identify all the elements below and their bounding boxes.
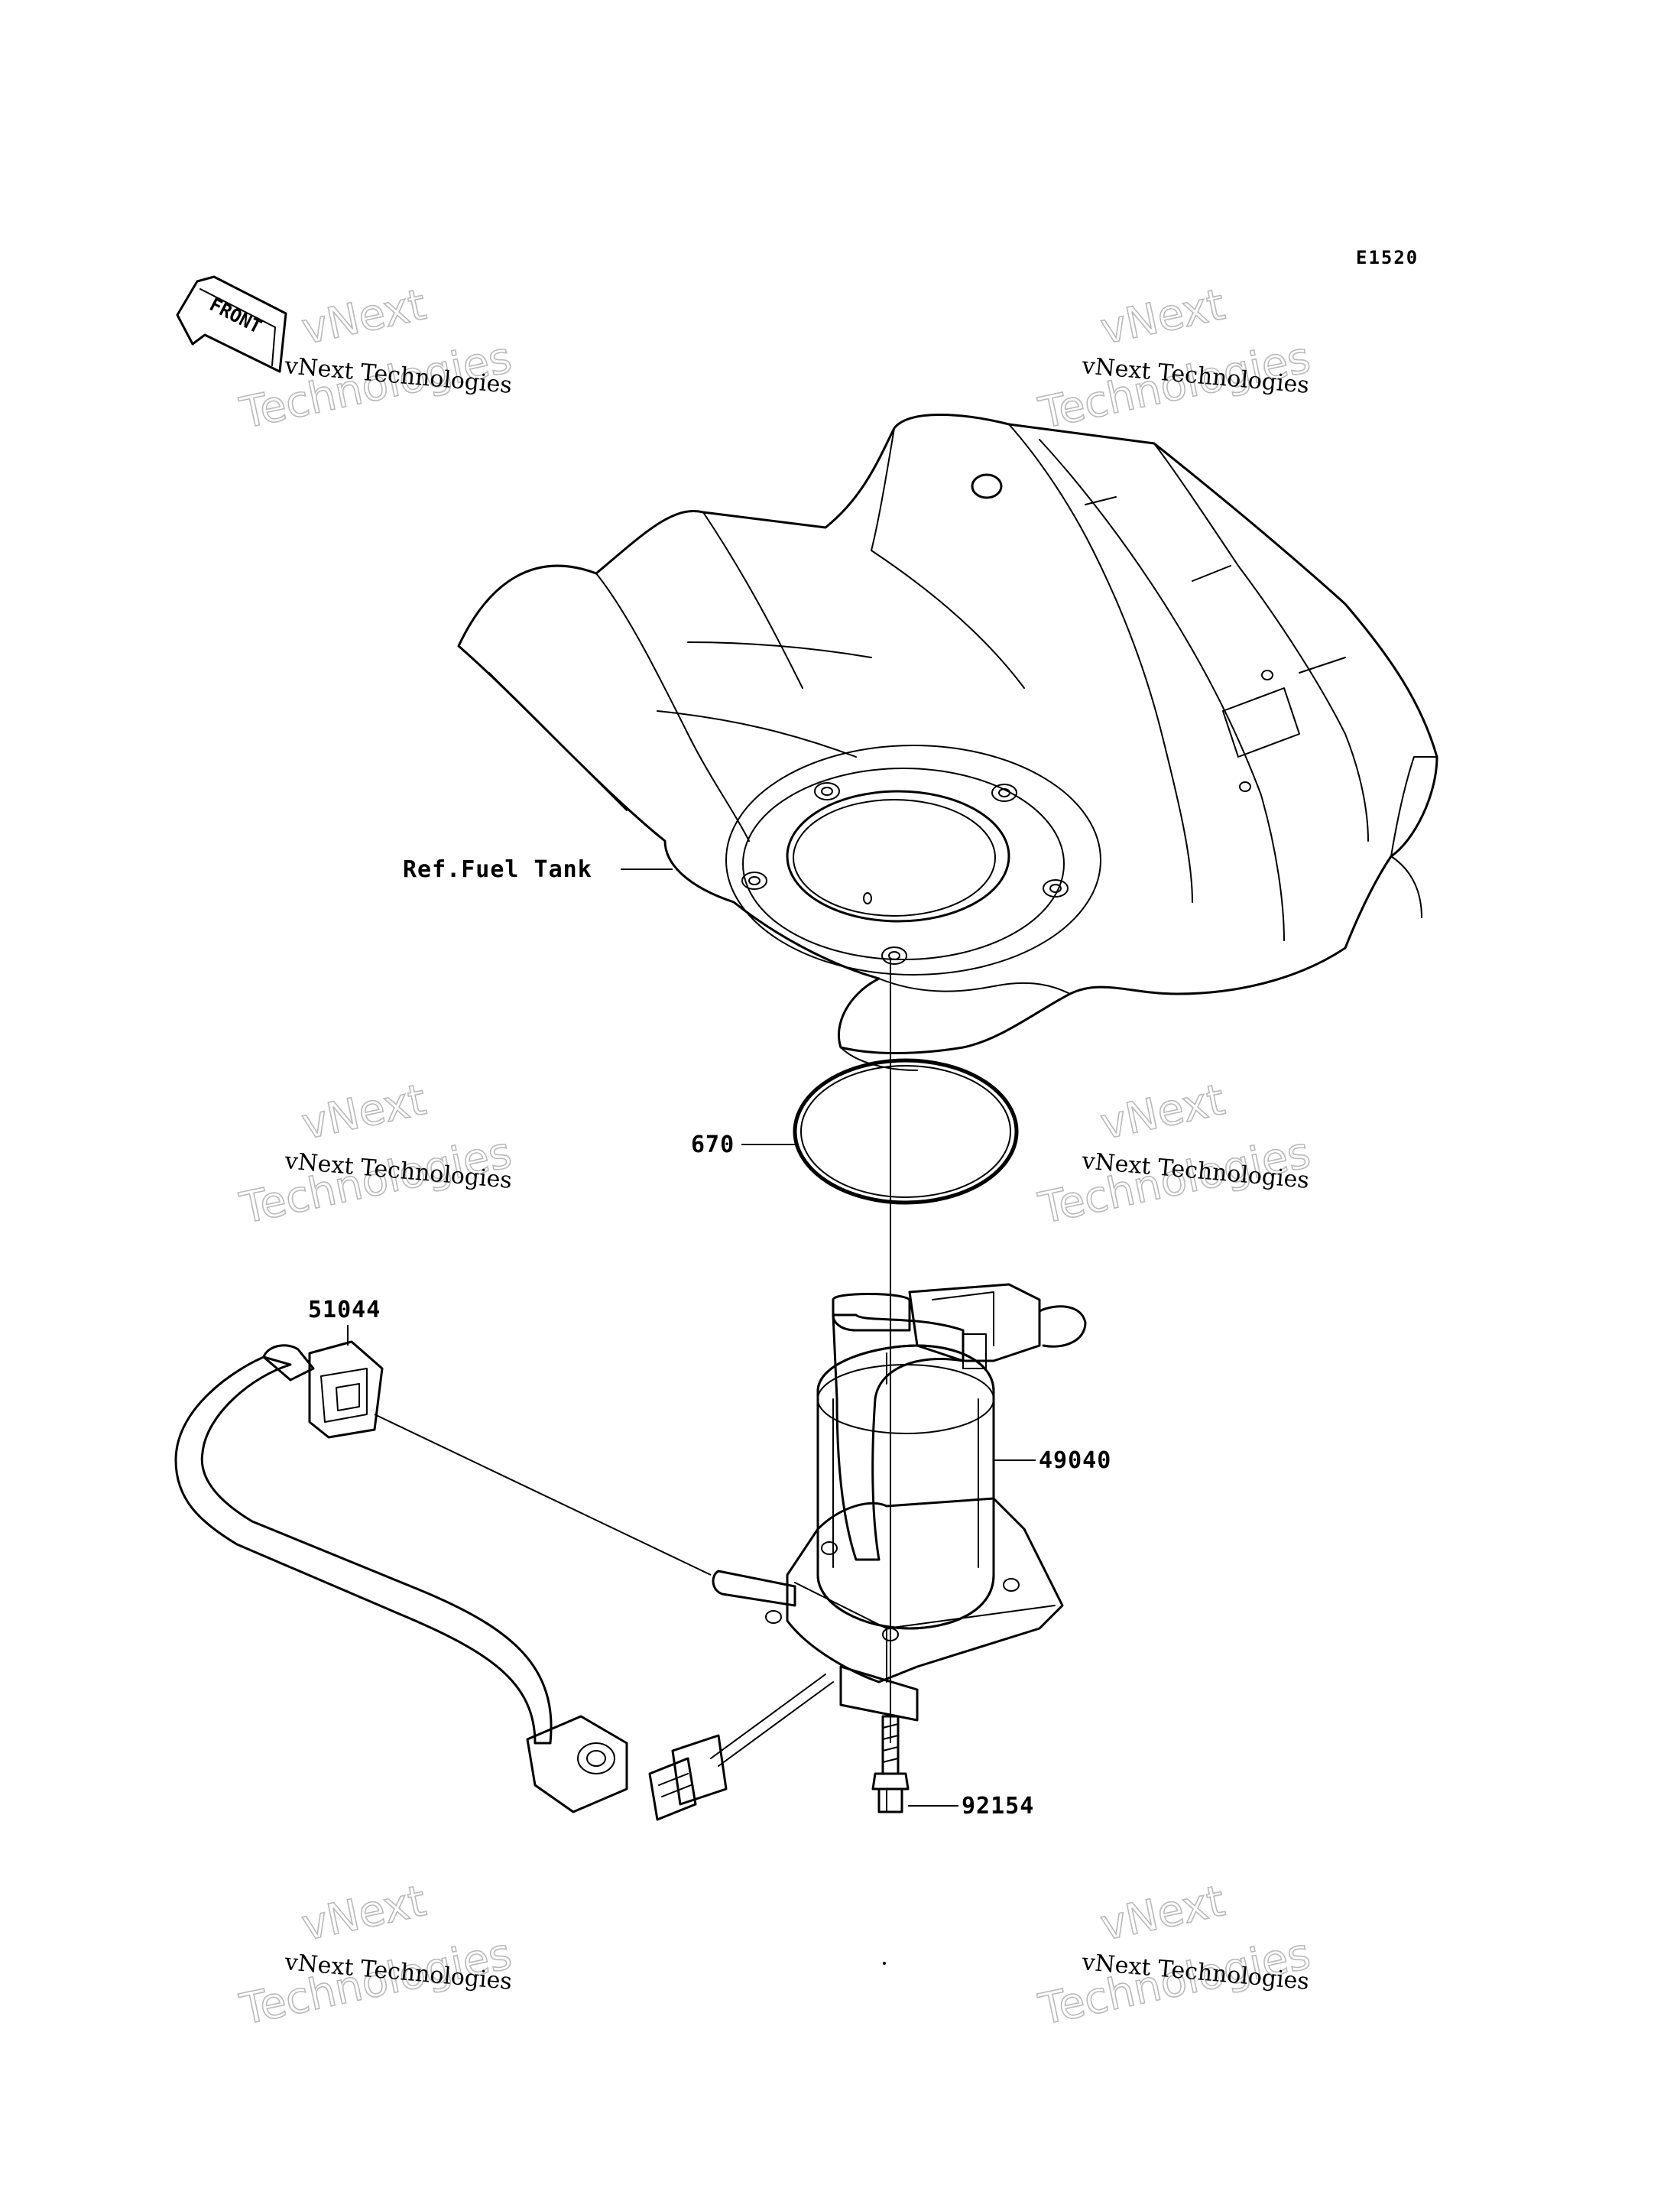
oring-drawing [793,1058,1019,1205]
pump-label: 49040 [1039,1447,1111,1474]
front-label: FRONT [206,294,265,338]
watermark-mid-left: vNext Technologies vNext Technologies [235,1074,517,1234]
watermark-bottom-right: vNext Technologies vNext Technologies [1034,1875,1315,2035]
fuel-pump-drawing [648,1283,1087,1821]
watermark-mid-right: vNext Technologies vNext Technologies [1034,1074,1315,1234]
oring-label: 670 [691,1131,735,1158]
svg-text:vNext: vNext [297,1075,430,1150]
fuel-tank-label: Ref.Fuel Tank [403,856,592,883]
svg-text:vNext: vNext [1096,1075,1229,1150]
hose-label: 51044 [308,1297,381,1323]
hose-drawing [174,1340,712,1813]
svg-text:vNext: vNext [1096,280,1229,355]
bolt-drawing [871,1715,910,1813]
svg-text:vNext: vNext [1096,1876,1229,1951]
diagram-code: E1520 [1356,247,1419,268]
fuel-tank-drawing [457,414,1438,1071]
svg-text:vNext: vNext [297,1876,430,1951]
front-arrow-icon: FRONT [176,275,287,373]
svg-text:vNext: vNext [297,280,430,355]
bolt-label: 92154 [962,1793,1034,1820]
stray-dot [883,1962,886,1965]
watermark-top-right: vNext Technologies vNext Technologies [1034,279,1315,439]
watermark-top-left: vNext Technologies vNext Technologies [235,279,517,439]
watermark-bottom-left: vNext Technologies vNext Technologies [235,1875,517,2035]
